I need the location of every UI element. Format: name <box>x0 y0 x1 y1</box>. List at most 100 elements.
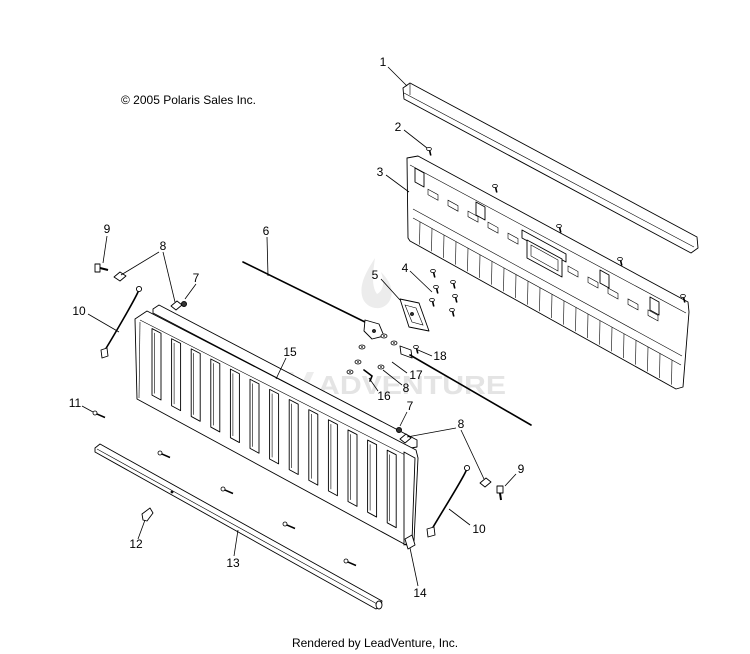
cable-end <box>463 464 471 472</box>
leadventure-watermark: ADVENTURE <box>286 258 506 400</box>
bolt-shank <box>99 267 109 271</box>
inner-tailgate-panel <box>406 155 690 390</box>
callout-3: 3 <box>377 165 384 179</box>
callout-8-right: 8 <box>458 417 465 431</box>
cable <box>431 470 467 530</box>
callout-12: 12 <box>129 537 143 551</box>
panel-louver <box>171 338 182 412</box>
inner-panel-rib <box>515 274 517 298</box>
part-14 <box>404 534 416 550</box>
callout-labels: 1 2 3 4 5 6 7 8 9 10 15 17 18 16 8 7 8 1… <box>69 55 525 600</box>
lower-bar-end-cap <box>375 600 383 610</box>
callout-14: 14 <box>413 586 427 600</box>
inner-panel-rib <box>503 267 505 292</box>
leader-line <box>137 519 146 540</box>
top-cap-rail <box>402 82 699 254</box>
callout-1: 1 <box>380 55 387 69</box>
inner-panel-tab <box>649 296 660 316</box>
inner-panel-rib <box>563 300 565 325</box>
callout-11: 11 <box>69 396 82 410</box>
support-cable-10-left <box>100 285 143 359</box>
callout-16: 16 <box>377 389 391 403</box>
panel-louver <box>229 368 240 444</box>
inner-panel-slot <box>427 188 439 201</box>
cable-end <box>100 347 109 359</box>
leader-line <box>387 66 408 87</box>
inner-panel-rib <box>491 261 493 285</box>
panel-louver <box>269 388 280 465</box>
leader-line <box>162 251 176 303</box>
watermark-text: ADVENTURE <box>318 370 506 400</box>
bolt-9-right <box>496 485 504 501</box>
latch-rod-end-hole <box>372 329 376 333</box>
panel-louver <box>308 409 319 486</box>
callout-5: 5 <box>372 268 379 282</box>
screw-4 <box>429 268 437 279</box>
outer-tailgate-panel <box>134 304 419 546</box>
panel-louver <box>190 348 201 422</box>
callout-18: 18 <box>433 349 447 363</box>
inner-panel-tab <box>414 167 425 188</box>
panel-louver <box>386 449 397 529</box>
latch-pivot <box>410 312 414 316</box>
leader-line <box>87 313 120 333</box>
callout-8-left: 8 <box>160 239 167 253</box>
lower-bar-13 <box>94 443 383 610</box>
inner-panel-rib <box>419 221 421 245</box>
callout-15: 15 <box>283 345 297 359</box>
callout-17: 17 <box>409 368 423 382</box>
leader-line <box>233 529 239 557</box>
inner-panel-rib <box>551 294 553 318</box>
inner-panel-slot <box>627 298 639 311</box>
inner-panel-rib <box>611 327 613 352</box>
leader-line <box>399 411 408 427</box>
leader-line <box>385 174 410 193</box>
leader-lines <box>81 66 517 587</box>
callout-4: 4 <box>402 261 409 275</box>
bolt-9-left <box>94 263 109 273</box>
panel-louver <box>327 419 338 497</box>
leader-line <box>409 270 433 293</box>
washer-8 <box>377 364 385 370</box>
bolt-head <box>496 485 504 494</box>
bolt-18 <box>412 344 420 355</box>
cable <box>104 291 139 351</box>
inner-panel-tab <box>475 201 486 221</box>
inner-panel-slot <box>567 265 579 278</box>
clip-8-right <box>479 477 492 488</box>
inner-panel-rib <box>479 254 481 278</box>
bolt-head <box>94 263 101 273</box>
washer <box>354 359 362 365</box>
screw-4 <box>449 279 457 290</box>
callout-2: 2 <box>395 120 402 134</box>
leader-line <box>184 283 197 300</box>
inner-panel-rib <box>431 228 433 252</box>
screw-4 <box>451 293 459 304</box>
bolt <box>220 486 234 495</box>
leader-line <box>460 429 485 480</box>
leader-line <box>391 361 408 374</box>
latch-rod <box>409 354 532 426</box>
nut-7-right <box>395 426 402 433</box>
clip-12 <box>141 507 154 522</box>
callout-7-left: 7 <box>193 271 200 285</box>
inner-panel-slot <box>507 232 519 245</box>
bolt <box>92 410 106 419</box>
callout-7-right: 7 <box>407 399 414 413</box>
washer <box>390 340 398 346</box>
callout-9-right: 9 <box>518 462 525 476</box>
leader-line <box>81 405 94 413</box>
bolt-11 <box>92 410 106 419</box>
top-cap-rail-edge <box>403 92 695 248</box>
screw-4 <box>428 297 436 308</box>
nut-7-left <box>180 300 187 307</box>
copyright-text: © 2005 Polaris Sales Inc. <box>121 93 256 107</box>
latch-rod-bracket <box>399 345 413 359</box>
lower-bar-edge <box>96 448 380 606</box>
leader-line <box>504 473 517 487</box>
inner-panel-slot <box>447 199 459 212</box>
panel-louver <box>367 439 378 518</box>
panel-louver <box>288 399 299 475</box>
